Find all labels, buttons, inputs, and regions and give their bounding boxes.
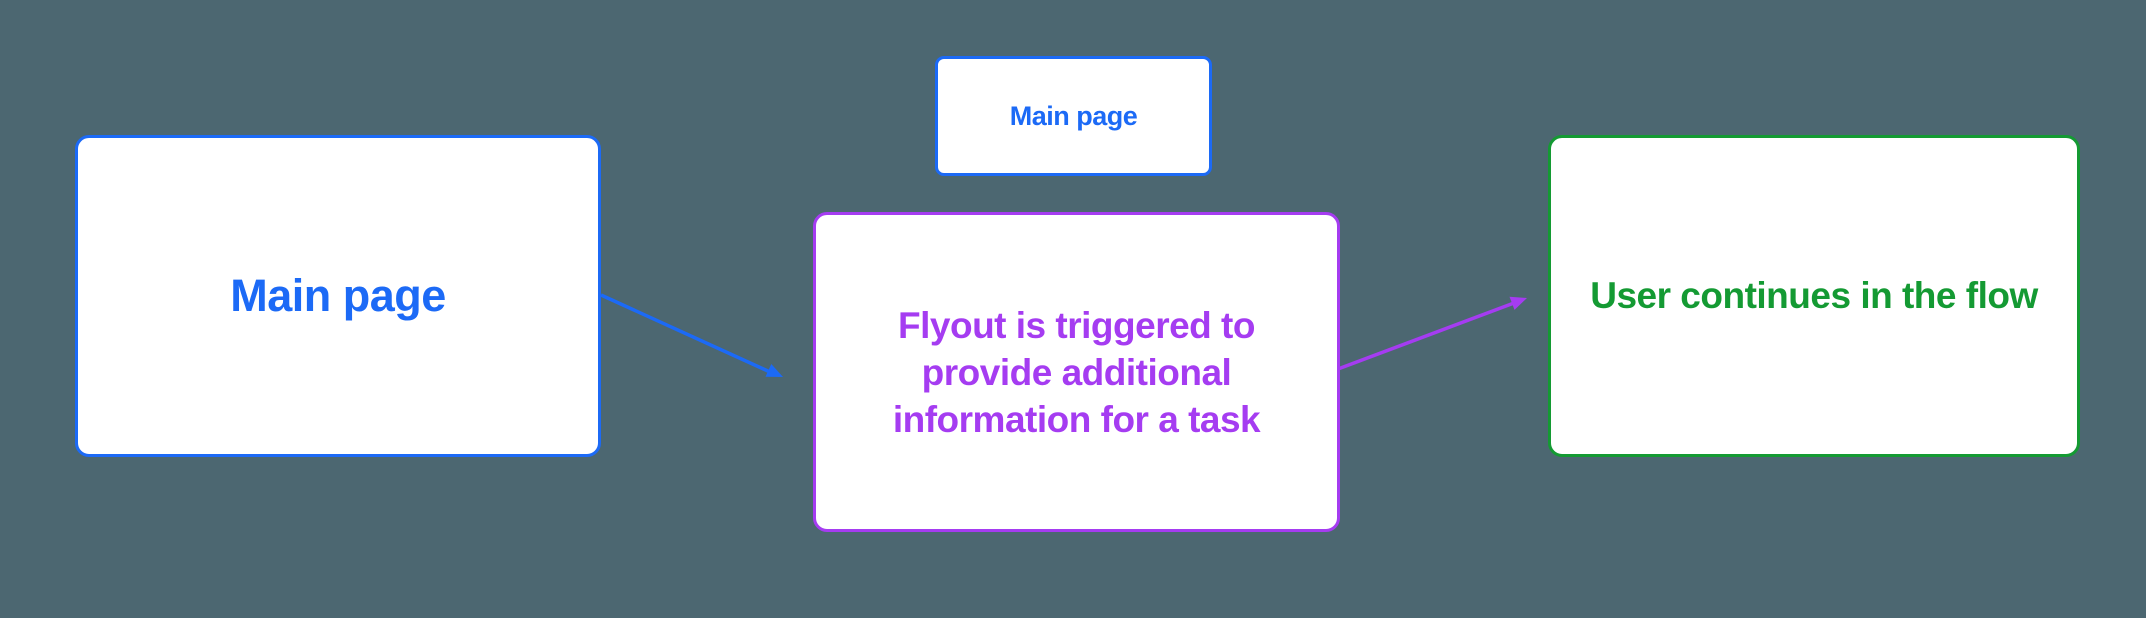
node-flyout-label: Flyout is triggered to provide additiona…	[892, 304, 1261, 440]
arrow-flyout-to-continue	[1337, 296, 1527, 371]
arrow-main-to-flyout	[600, 293, 783, 377]
node-flyout: Flyout is triggered to provide additiona…	[813, 212, 1340, 532]
node-user-continues: User continues in the flow	[1548, 135, 2080, 457]
node-user-continues-label: User continues in the flow	[1590, 275, 2038, 316]
node-main-page-label: Main page	[230, 270, 446, 321]
node-main-page-small: Main page	[935, 56, 1212, 176]
node-main-page-small-label: Main page	[1009, 100, 1138, 131]
node-main-page: Main page	[75, 135, 601, 457]
